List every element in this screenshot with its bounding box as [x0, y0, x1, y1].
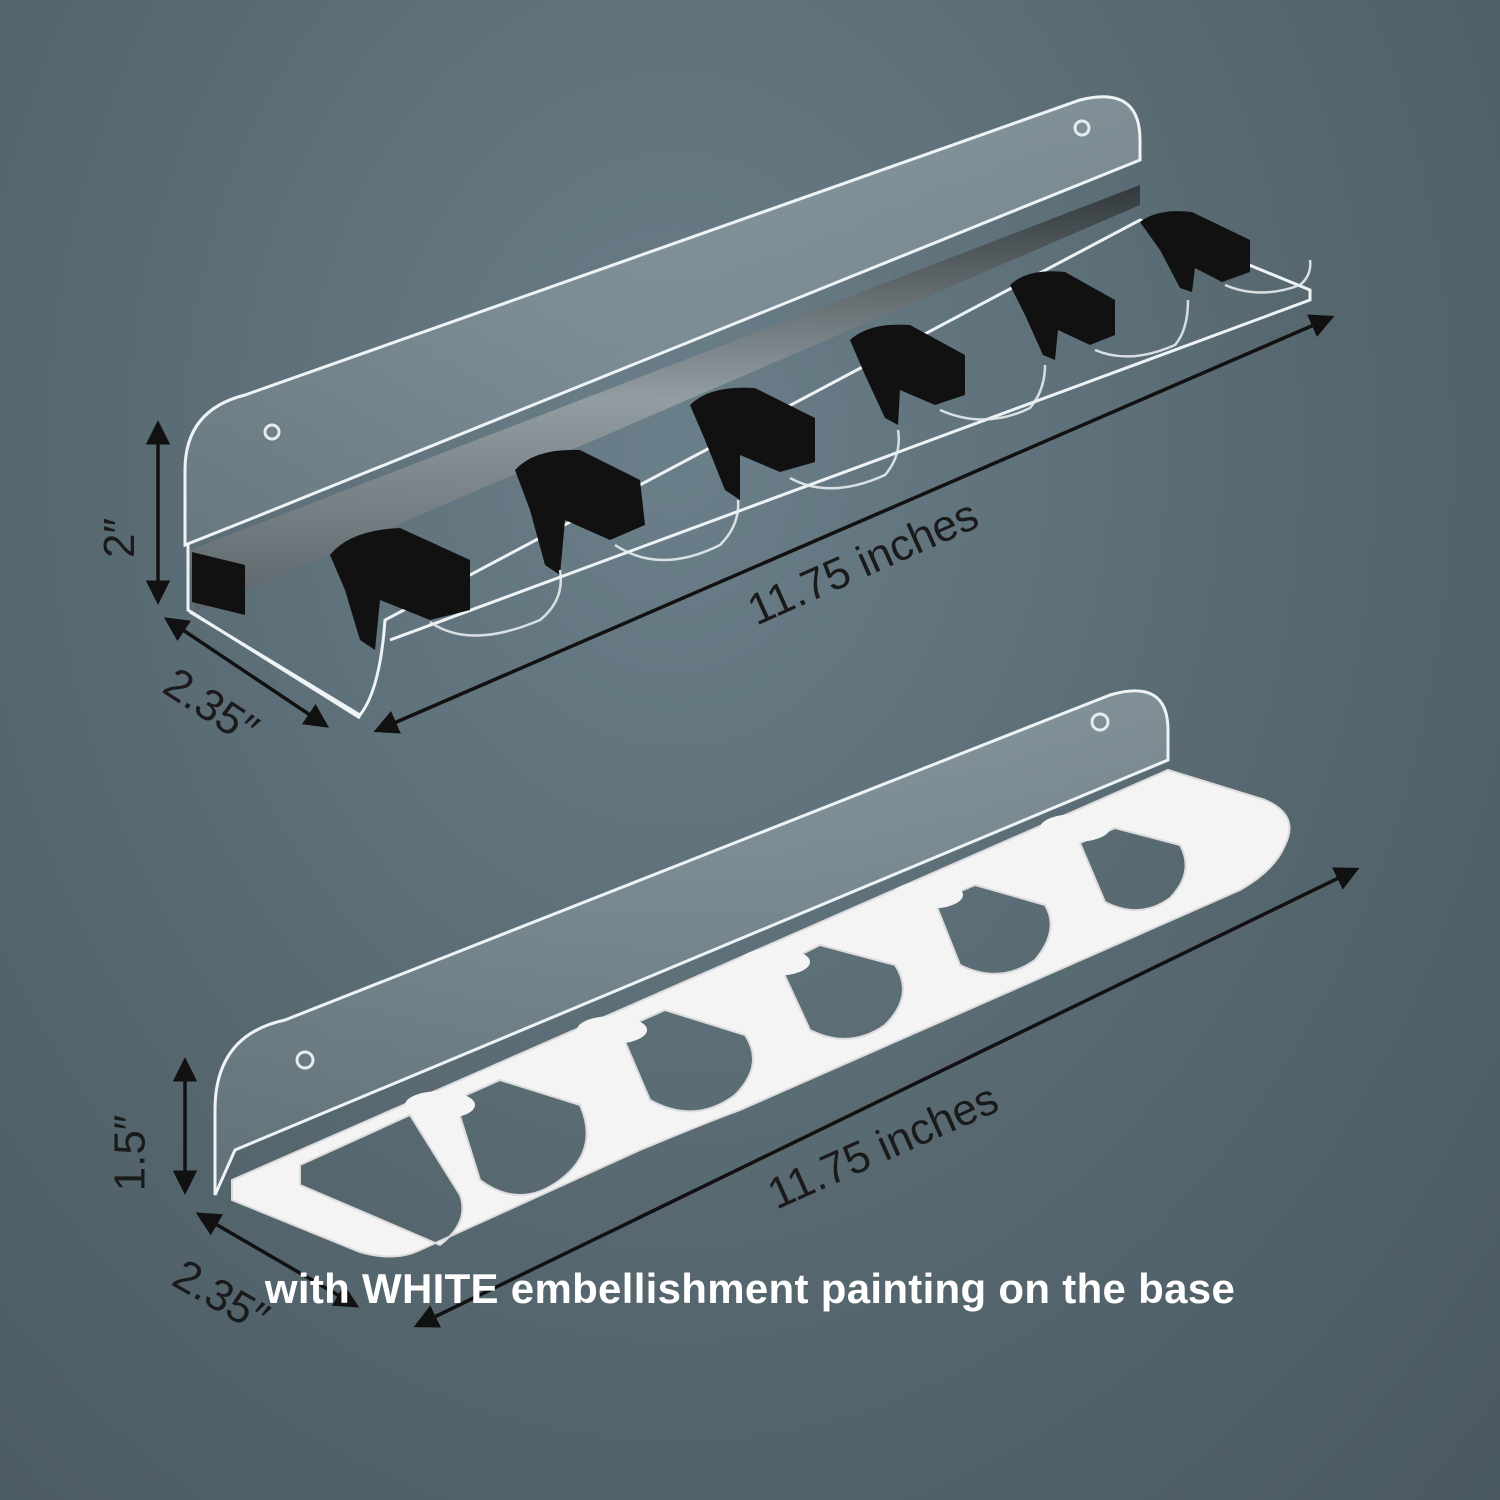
mount-hole-left — [263, 423, 281, 441]
caption: with WHITE embellishment painting on the… — [264, 1265, 1236, 1312]
mount-hole-right — [1090, 712, 1110, 732]
top-length-arrow — [373, 314, 1335, 734]
bottom-height-label: 1.5″ — [105, 1114, 155, 1192]
clip-5 — [1010, 271, 1115, 360]
bottom-length-arrow — [413, 867, 1360, 1328]
top-height-label: 2″ — [95, 517, 145, 559]
foam-block — [192, 552, 245, 615]
clip-4 — [850, 324, 965, 425]
mount-hole-right — [1073, 119, 1091, 137]
clip-2 — [515, 449, 645, 575]
bottom-rack — [172, 689, 1360, 1328]
mount-hole-left — [295, 1050, 315, 1070]
clip-3 — [690, 387, 815, 500]
top-rack-back-panel — [183, 95, 1142, 548]
top-depth-arrow — [163, 617, 330, 728]
top-rack — [145, 95, 1335, 734]
bottom-depth-arrow — [195, 1212, 360, 1308]
clip-6 — [1140, 211, 1250, 292]
